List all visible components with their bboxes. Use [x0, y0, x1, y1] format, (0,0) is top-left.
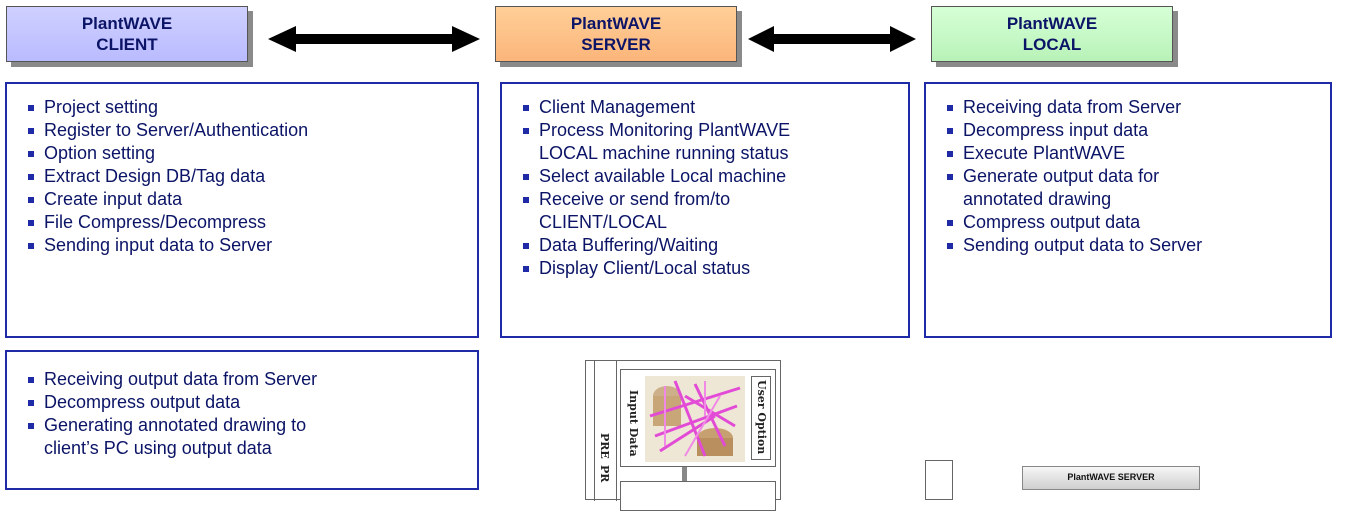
- list-item: Receiving output data from Server: [25, 368, 477, 391]
- list-item: Generating annotated drawing to: [25, 414, 477, 437]
- server-functions-list: Client Management Process Monitoring Pla…: [520, 96, 908, 280]
- list-item: Select available Local machine: [520, 165, 908, 188]
- local-header-line2: LOCAL: [1022, 35, 1082, 54]
- list-item: Decompress input data: [944, 119, 1330, 142]
- input-data-label: Input Data: [627, 390, 640, 457]
- client-output-panel: Receiving output data from Server Decomp…: [5, 350, 479, 490]
- server-header-line2: SERVER: [581, 35, 651, 54]
- server-local-arrow: [748, 26, 916, 52]
- list-item: Process Monitoring PlantWAVE: [520, 119, 908, 142]
- input-data-box: Input Data User Option: [620, 369, 776, 467]
- list-item-continuation: LOCAL machine running status: [539, 143, 789, 163]
- list-item: Data Buffering/Waiting: [520, 234, 908, 257]
- local-functions-list: Receiving data from Server Decompress in…: [944, 96, 1330, 257]
- thumbnail-pre-label: PRE: [598, 433, 611, 459]
- client-output-list: Receiving output data from Server Decomp…: [25, 368, 477, 460]
- list-item: Sending input data to Server: [25, 234, 477, 257]
- thumbnail-pr-label: PR: [598, 465, 611, 483]
- thumbnail-divider-right: [616, 361, 617, 501]
- list-item: Create input data: [25, 188, 477, 211]
- mini-server-label: PlantWAVE SERVER: [1022, 466, 1200, 490]
- piping-model-image: [645, 376, 745, 462]
- local-header-line1: PlantWAVE: [1006, 14, 1098, 33]
- list-item: Decompress output data: [25, 391, 477, 414]
- list-item: Client Management: [520, 96, 908, 119]
- client-functions-list: Project setting Register to Server/Authe…: [25, 96, 477, 257]
- flow-connector: [682, 467, 687, 481]
- client-functions-panel: Project setting Register to Server/Authe…: [5, 82, 479, 338]
- server-header-line1: PlantWAVE: [570, 14, 662, 33]
- list-item: Generate output data for: [944, 165, 1330, 188]
- local-machine-box: [925, 460, 953, 500]
- list-item: Display Client/Local status: [520, 257, 908, 280]
- user-option-label: User Option: [755, 380, 768, 455]
- list-item-continuation: CLIENT/LOCAL: [539, 212, 668, 232]
- local-functions-panel: Receiving data from Server Decompress in…: [924, 82, 1332, 338]
- server-functions-panel: Client Management Process Monitoring Pla…: [500, 82, 910, 338]
- list-item: Option setting: [25, 142, 477, 165]
- list-item: Receiving data from Server: [944, 96, 1330, 119]
- thumbnail-divider-left: [594, 361, 595, 501]
- list-item: Project setting: [25, 96, 477, 119]
- list-item-continuation: client’s PC using output data: [44, 438, 272, 458]
- list-item: Register to Server/Authentication: [25, 119, 477, 142]
- list-item: Receive or send from/to: [520, 188, 908, 211]
- process-box: [620, 481, 776, 511]
- client-server-arrow: [268, 26, 480, 52]
- local-header: PlantWAVE LOCAL: [931, 6, 1173, 62]
- list-item: Sending output data to Server: [944, 234, 1330, 257]
- server-header: PlantWAVE SERVER: [495, 6, 737, 62]
- client-header: PlantWAVE CLIENT: [6, 6, 248, 62]
- client-header-line1: PlantWAVE: [81, 14, 173, 33]
- list-item-continuation: annotated drawing: [963, 189, 1112, 209]
- list-item: Extract Design DB/Tag data: [25, 165, 477, 188]
- client-header-line2: CLIENT: [96, 35, 158, 54]
- user-option-box: User Option: [751, 376, 771, 460]
- list-item: Execute PlantWAVE: [944, 142, 1330, 165]
- list-item: Compress output data: [944, 211, 1330, 234]
- process-thumbnail: PRE PR Input Data User Option: [585, 360, 781, 511]
- list-item: File Compress/Decompress: [25, 211, 477, 234]
